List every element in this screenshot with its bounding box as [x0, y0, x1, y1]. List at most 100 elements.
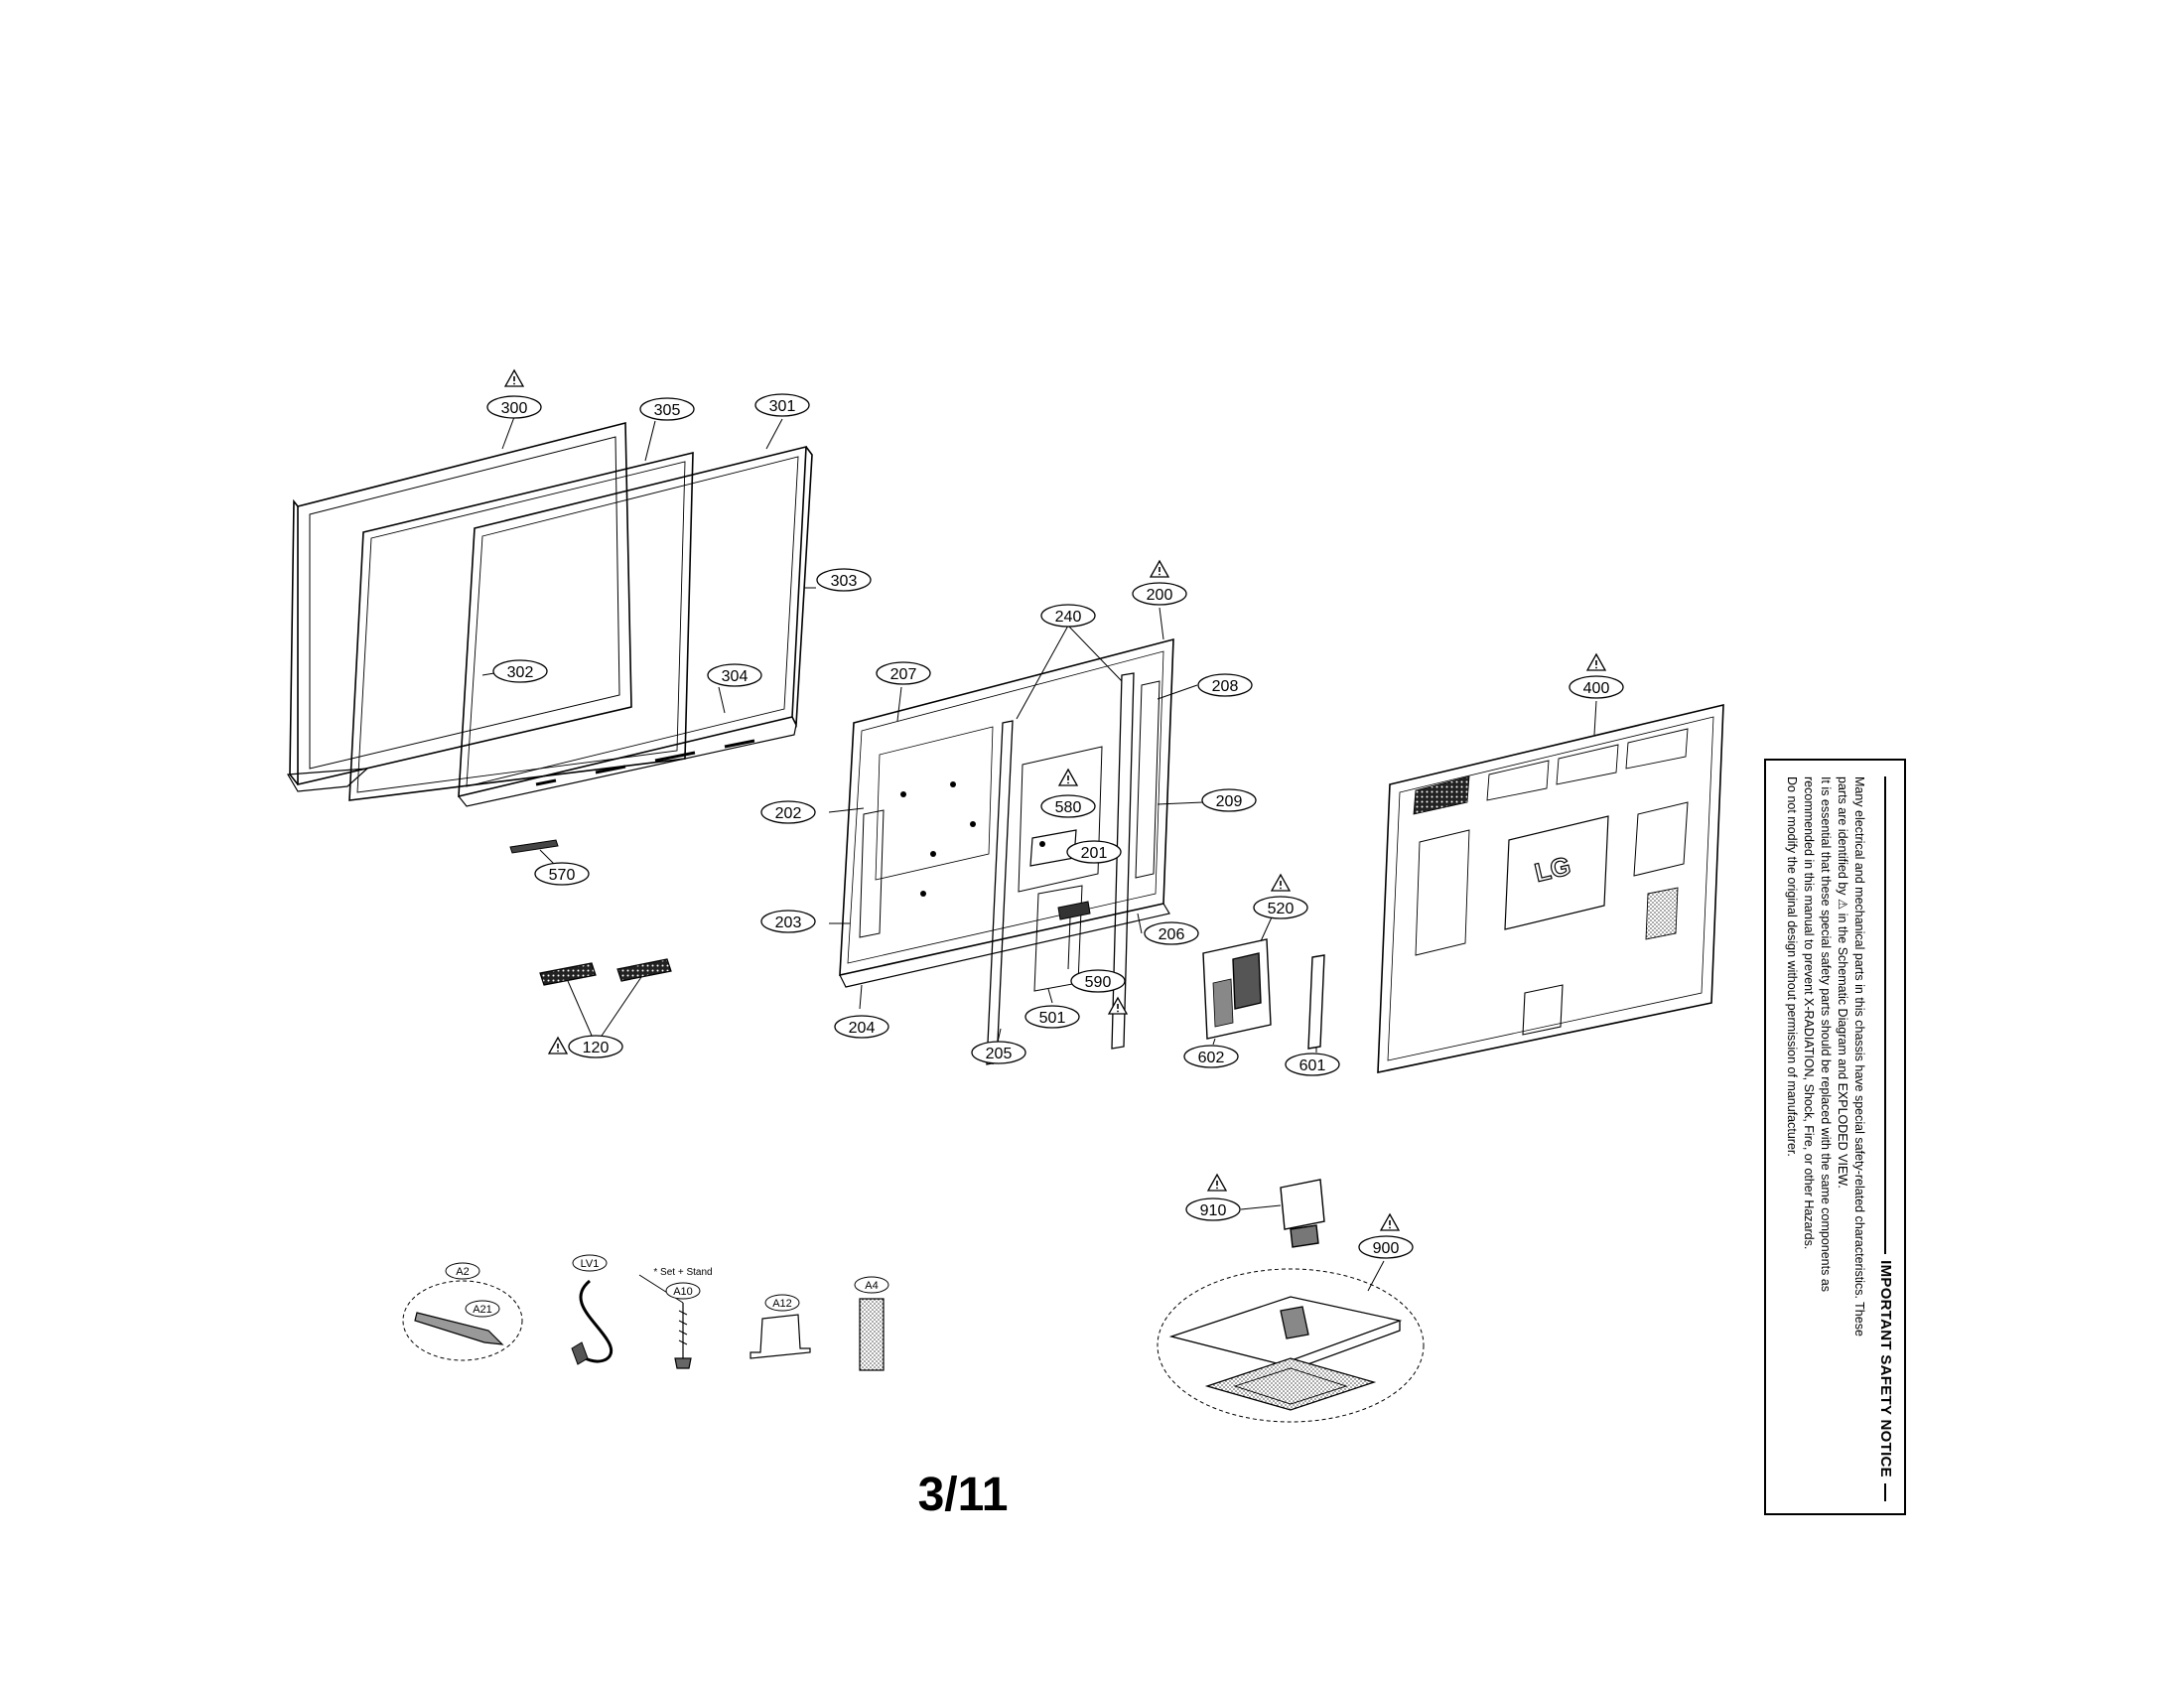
callout-305: 305 — [639, 397, 695, 421]
cable-lv1-shape — [576, 1279, 613, 1363]
callout-302: 302 — [492, 659, 548, 683]
safety-notice-box: IMPORTANT SAFETY NOTICE Many electrical … — [1764, 759, 1906, 1515]
safety-notice-line: Many electrical and mechanical parts in … — [1852, 776, 1866, 1336]
chassis-frame-200 — [839, 637, 1174, 1065]
svg-text:580: 580 — [1055, 799, 1082, 816]
svg-text:205: 205 — [986, 1046, 1013, 1062]
svg-text:202: 202 — [775, 805, 802, 822]
callout-a21: A21 — [465, 1300, 500, 1318]
front-cabinet-300 — [286, 421, 632, 792]
svg-text:304: 304 — [722, 668, 749, 685]
callout-lv1: LV1 — [572, 1254, 608, 1272]
svg-text:602: 602 — [1198, 1050, 1225, 1066]
panel-frame-305 — [348, 451, 694, 801]
svg-text:208: 208 — [1212, 678, 1239, 695]
safety-notice-line: parts are identified by ⚠ in the Schemat… — [1836, 776, 1849, 1189]
back-cover-logo: LG — [1532, 851, 1573, 888]
back-cover-400 — [1377, 703, 1724, 1073]
svg-text:A4: A4 — [865, 1280, 878, 1292]
safety-notice-rule-right — [1884, 1483, 1887, 1501]
callout-208: 208 — [1197, 673, 1253, 697]
svg-text:120: 120 — [583, 1040, 610, 1056]
pad-a4-shape — [859, 1298, 885, 1371]
svg-text:209: 209 — [1216, 793, 1243, 810]
callout-120: 120 — [568, 1035, 623, 1058]
callout-a4: A4 — [854, 1276, 889, 1294]
cable-lv1-plug — [571, 1341, 589, 1365]
svg-text:207: 207 — [890, 666, 917, 683]
part-570-shape — [509, 839, 559, 854]
safety-notice-line: Do not modify the original design withou… — [1785, 776, 1799, 1157]
speakers-120 — [539, 958, 672, 986]
svg-text:400: 400 — [1583, 680, 1610, 697]
callout-205: 205 — [971, 1041, 1026, 1064]
svg-text:501: 501 — [1039, 1010, 1066, 1027]
safety-notice-content: IMPORTANT SAFETY NOTICE Many electrical … — [1766, 761, 1908, 1517]
callout-203: 203 — [760, 910, 816, 933]
callout-580: 580 — [1040, 794, 1096, 818]
svg-text:204: 204 — [849, 1020, 876, 1037]
safety-notice-title: IMPORTANT SAFETY NOTICE — [1877, 1260, 1894, 1477]
callout-a12: A12 — [764, 1294, 800, 1312]
leader-lines — [481, 416, 1597, 1304]
callout-240: 240 — [1040, 604, 1096, 628]
callout-304: 304 — [707, 663, 762, 687]
svg-text:203: 203 — [775, 914, 802, 931]
stand-neck-910 — [1280, 1179, 1325, 1248]
callout-207: 207 — [876, 661, 931, 685]
svg-text:A21: A21 — [473, 1304, 492, 1316]
safety-notice-text: Many electrical and mechanical parts in … — [1783, 776, 1867, 1501]
part-590-shape — [1057, 901, 1091, 920]
callout-300: 300 — [486, 395, 542, 419]
svg-text:302: 302 — [507, 664, 534, 681]
screw-a10-shape — [674, 1303, 692, 1369]
svg-text:303: 303 — [831, 573, 858, 590]
svg-text:240: 240 — [1055, 609, 1082, 626]
callout-602: 602 — [1183, 1045, 1239, 1068]
main-board-602 — [1202, 938, 1272, 1040]
svg-text:601: 601 — [1299, 1057, 1326, 1074]
page-number: 3/11 — [917, 1469, 1009, 1521]
remote-a21-shape — [414, 1312, 504, 1345]
callout-201: 201 — [1066, 840, 1122, 864]
svg-text:200: 200 — [1147, 587, 1173, 604]
callout-590: 590 — [1070, 969, 1126, 993]
svg-text:A10: A10 — [673, 1286, 693, 1298]
stand-base-callout-outline — [1157, 1268, 1425, 1423]
svg-text:305: 305 — [654, 402, 681, 419]
svg-text:A12: A12 — [772, 1298, 792, 1310]
callout-400: 400 — [1569, 675, 1624, 699]
callout-301: 301 — [754, 393, 810, 417]
svg-text:590: 590 — [1085, 974, 1112, 991]
part-601-shape — [1307, 954, 1325, 1050]
callout-200: 200 — [1132, 582, 1187, 606]
safety-notice-line: recommended in this manual to prevent X-… — [1802, 776, 1816, 1250]
svg-text:201: 201 — [1081, 845, 1108, 862]
callout-a10: A10 — [665, 1282, 701, 1300]
callout-601: 601 — [1285, 1053, 1340, 1076]
callout-206: 206 — [1144, 921, 1199, 945]
svg-text:301: 301 — [769, 398, 796, 415]
callout-204: 204 — [834, 1015, 889, 1039]
callout-900: 900 — [1358, 1235, 1414, 1259]
callout-520: 520 — [1253, 896, 1308, 919]
svg-text:206: 206 — [1159, 926, 1185, 943]
accessory-note: * Set + Stand — [653, 1267, 712, 1278]
callout-303: 303 — [816, 568, 872, 592]
remote-callout-outline — [402, 1280, 523, 1361]
svg-text:520: 520 — [1268, 901, 1295, 917]
callout-209: 209 — [1201, 788, 1257, 812]
svg-text:LV1: LV1 — [581, 1258, 600, 1270]
safety-notice-line: It is essential that these special safet… — [1819, 776, 1833, 1293]
callout-a2: A2 — [445, 1262, 480, 1280]
stand-base-900 — [1168, 1296, 1403, 1411]
svg-text:910: 910 — [1200, 1202, 1227, 1219]
callout-202: 202 — [760, 800, 816, 824]
svg-text:300: 300 — [501, 400, 528, 417]
safety-notice-title-row: IMPORTANT SAFETY NOTICE — [1877, 776, 1894, 1501]
callout-910: 910 — [1185, 1197, 1241, 1221]
callout-570: 570 — [534, 862, 590, 886]
svg-text:570: 570 — [549, 867, 576, 884]
svg-text:A2: A2 — [456, 1266, 469, 1278]
